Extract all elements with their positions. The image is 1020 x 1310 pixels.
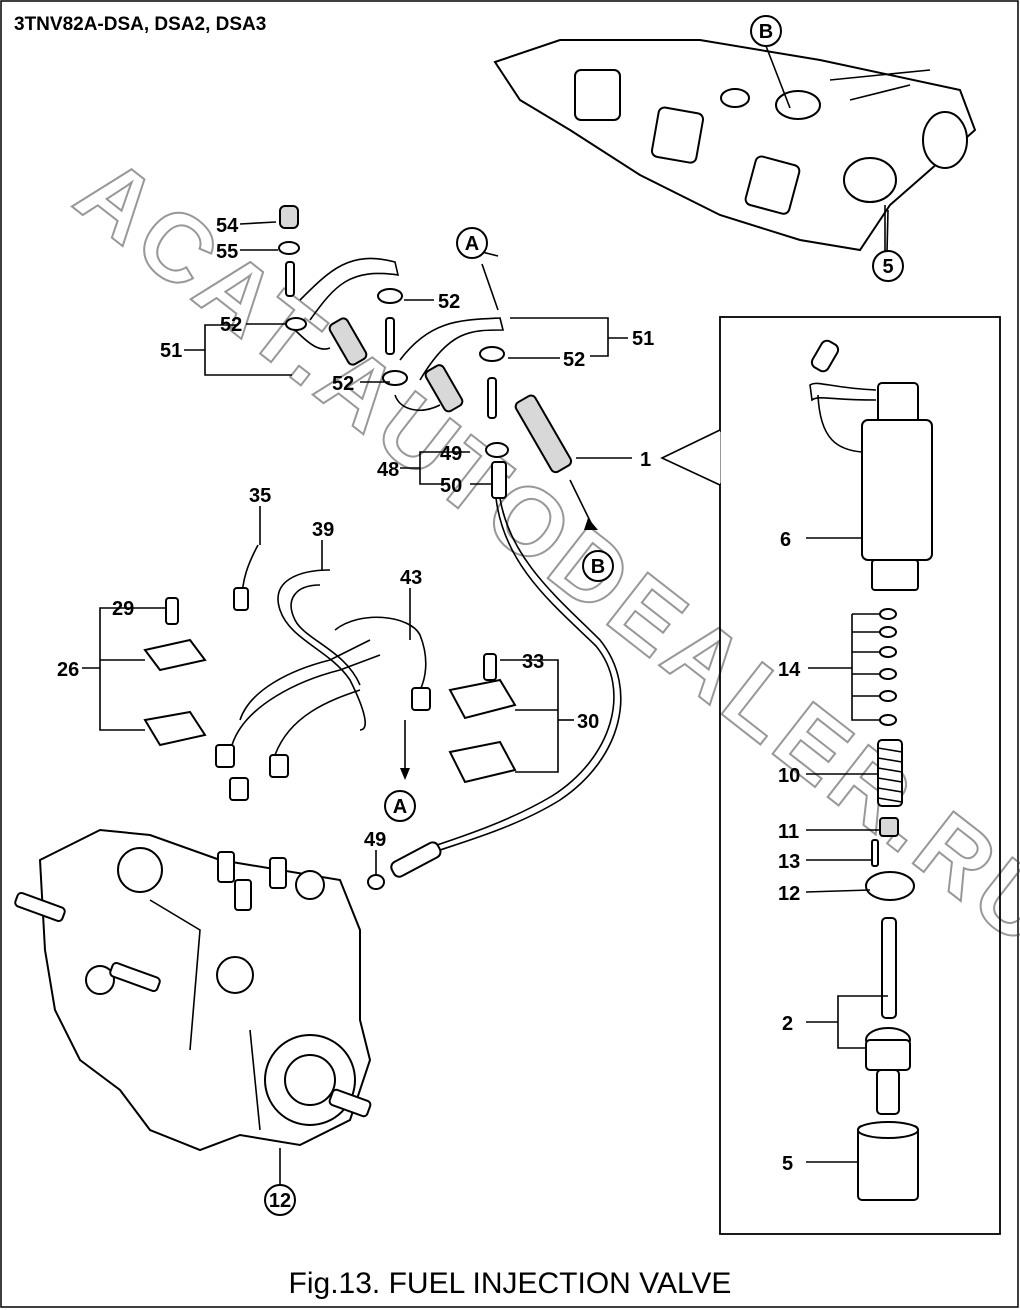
- callout-52: 52: [438, 291, 460, 313]
- callout-54: 54: [216, 215, 239, 237]
- callout-1: 1: [640, 449, 651, 471]
- callout-6: 6: [780, 529, 791, 551]
- callout-43: 43: [400, 567, 422, 589]
- callout-numbers: 54 55 52 52 51 51 52 52 49 48 50 1 35 39…: [57, 215, 801, 1175]
- callout-33: 33: [522, 651, 544, 673]
- pressure-pipes-illustration: [143, 544, 517, 801]
- callout-39: 39: [312, 519, 334, 541]
- callout-50: 50: [440, 475, 462, 497]
- svg-text:A: A: [465, 233, 479, 255]
- svg-text:12: 12: [269, 1190, 291, 1212]
- callout-14: 14: [778, 659, 801, 681]
- callout-5: 5: [782, 1153, 793, 1175]
- cylinder-head-illustration: [493, 39, 977, 255]
- callout-13: 13: [778, 851, 800, 873]
- injection-pump-illustration: [14, 828, 372, 1152]
- callout-11: 11: [778, 821, 799, 843]
- circled-label-B-top: B: [750, 15, 782, 47]
- injector-detail-frame: [719, 316, 1001, 1235]
- callout-52: 52: [332, 373, 354, 395]
- callout-35: 35: [249, 485, 271, 507]
- leader-lines: [82, 45, 889, 1185]
- callout-48: 48: [377, 459, 399, 481]
- svg-text:B: B: [591, 556, 605, 578]
- svg-text:B: B: [759, 21, 773, 43]
- callout-49: 49: [440, 443, 462, 465]
- figure-caption: Fig.13. FUEL INJECTION VALVE: [289, 1267, 732, 1300]
- model-header: 3TNV82A-DSA, DSA2, DSA3: [14, 14, 266, 35]
- callout-12: 12: [778, 883, 800, 905]
- callout-52: 52: [563, 349, 585, 371]
- callout-2: 2: [782, 1013, 793, 1035]
- callout-49: 49: [364, 829, 386, 851]
- callout-10: 10: [778, 765, 800, 787]
- callout-30: 30: [577, 711, 599, 733]
- svg-text:A: A: [393, 796, 407, 818]
- callout-52: 52: [220, 314, 242, 336]
- circled-label-5-head: 5: [872, 250, 904, 282]
- leak-off-hoses-illustration: [278, 205, 622, 890]
- callout-51: 51: [632, 328, 654, 350]
- callout-29: 29: [112, 598, 134, 620]
- callout-55: 55: [216, 241, 238, 263]
- injector-exploded-illustration: [809, 339, 933, 1201]
- circled-label-A-top: A: [456, 227, 488, 259]
- circled-label-B-lower: B: [582, 550, 614, 582]
- callout-51: 51: [160, 340, 182, 362]
- circled-label-A-lower: A: [384, 790, 416, 822]
- svg-text:5: 5: [882, 256, 893, 278]
- circled-label-12-pump: 12: [264, 1184, 296, 1216]
- callout-26: 26: [57, 659, 79, 681]
